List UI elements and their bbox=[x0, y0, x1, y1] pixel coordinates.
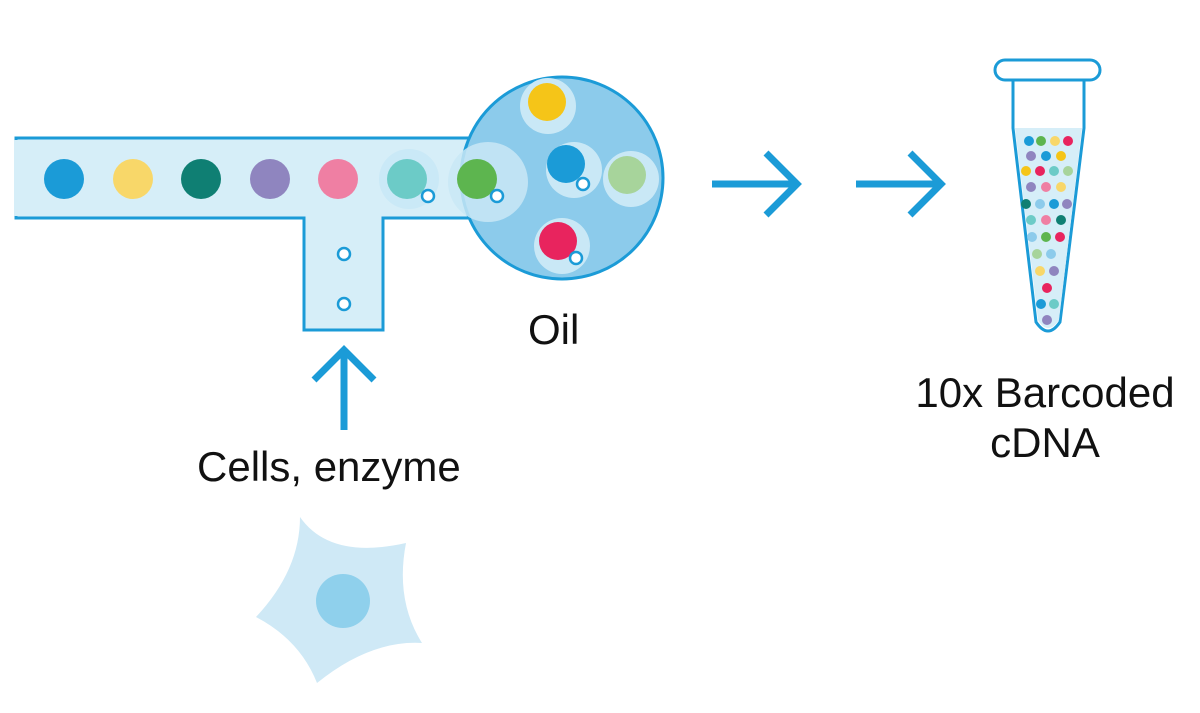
tube-beads bbox=[1021, 136, 1073, 325]
bead bbox=[528, 83, 566, 121]
bead bbox=[387, 159, 427, 199]
bead bbox=[44, 159, 84, 199]
tube-liquid bbox=[1015, 128, 1082, 328]
arrow-right-icon bbox=[856, 150, 946, 218]
arrow-up-icon bbox=[311, 345, 377, 430]
bead bbox=[113, 159, 153, 199]
bead bbox=[250, 159, 290, 199]
oil-beads bbox=[528, 83, 646, 260]
output-label-line2: cDNA bbox=[990, 419, 1100, 466]
cell-dot bbox=[336, 246, 352, 262]
cell-icon bbox=[256, 517, 422, 683]
output-label-line1: 10x Barcoded bbox=[915, 369, 1175, 416]
input-label: Cells, enzyme bbox=[197, 443, 461, 490]
small-cells bbox=[336, 176, 591, 312]
cell-dot bbox=[575, 176, 591, 192]
cell-dot bbox=[568, 250, 584, 266]
bead bbox=[318, 159, 358, 199]
bead bbox=[547, 145, 585, 183]
cell-dot bbox=[489, 188, 505, 204]
cell-dot bbox=[336, 296, 352, 312]
tube-cap bbox=[993, 58, 1102, 82]
bead bbox=[539, 222, 577, 260]
bead bbox=[457, 159, 497, 199]
arrow-right-icon bbox=[712, 150, 802, 218]
cell-dot bbox=[420, 188, 436, 204]
cell-nucleus bbox=[316, 574, 370, 628]
bead-row bbox=[44, 149, 497, 209]
tube-icon bbox=[993, 58, 1102, 333]
bead bbox=[608, 156, 646, 194]
bead bbox=[181, 159, 221, 199]
output-label: 10x Barcoded cDNA bbox=[898, 368, 1192, 468]
oil-label: Oil bbox=[528, 306, 580, 353]
